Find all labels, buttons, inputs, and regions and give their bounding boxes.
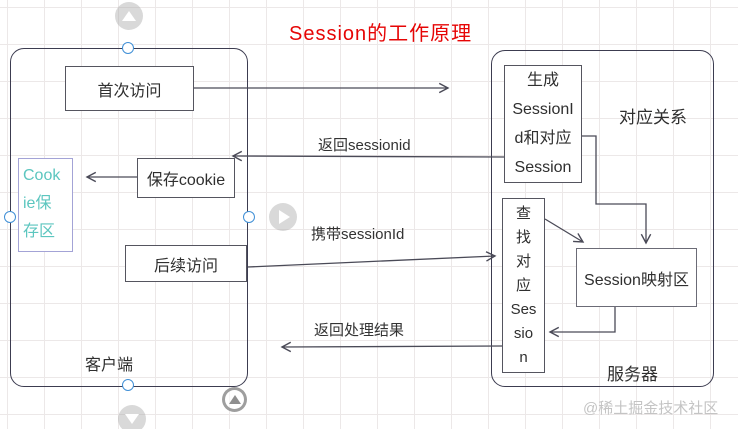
client-label: 客户端 <box>85 357 134 374</box>
node-first-visit[interactable]: 首次访问 <box>65 66 194 111</box>
node-followup-visit[interactable]: 后续访问 <box>125 245 247 282</box>
down-triangle-glyph <box>125 414 139 424</box>
play-triangle-glyph <box>279 210 290 224</box>
server-container[interactable] <box>491 50 714 387</box>
edge-return-sessionid <box>231 150 505 162</box>
up-triangle-glyph <box>122 11 136 21</box>
edge-carry-sessionid <box>247 251 497 268</box>
server-label: 服务器 <box>607 365 658 384</box>
scroll-up-icon[interactable] <box>115 2 143 30</box>
resize-handle-right[interactable] <box>243 211 255 223</box>
edge-label-return-sessionid: 返回sessionid <box>318 137 411 154</box>
watermark: @稀土掘金技术社区 <box>583 400 719 417</box>
scroll-down-icon[interactable] <box>118 405 146 429</box>
diagram-title: Session的工作原理 <box>289 23 473 45</box>
resize-handle-left[interactable] <box>4 211 16 223</box>
node-cookie-store[interactable]: Cook ie保 存区 <box>18 158 73 252</box>
up-triangle-glyph <box>228 395 241 404</box>
node-lookup-session[interactable]: 查 找 对 应 Ses sio n <box>502 198 545 373</box>
resize-handle-bottom[interactable] <box>122 379 134 391</box>
resize-handle-top[interactable] <box>122 42 134 54</box>
edge-return-result <box>280 341 503 353</box>
node-generate-sessionid[interactable]: 生成 SessionI d和对应 Session <box>504 65 582 183</box>
mapping-relation-label: 对应关系 <box>619 108 687 127</box>
scroll-to-top-icon[interactable] <box>222 387 247 412</box>
node-save-cookie[interactable]: 保存cookie <box>137 158 235 198</box>
edge-label-carry-sessionid: 携带sessionId <box>311 226 405 243</box>
node-session-map[interactable]: Session映射区 <box>576 248 697 307</box>
play-icon[interactable] <box>269 203 297 231</box>
edge-label-return-result: 返回处理结果 <box>314 322 405 339</box>
